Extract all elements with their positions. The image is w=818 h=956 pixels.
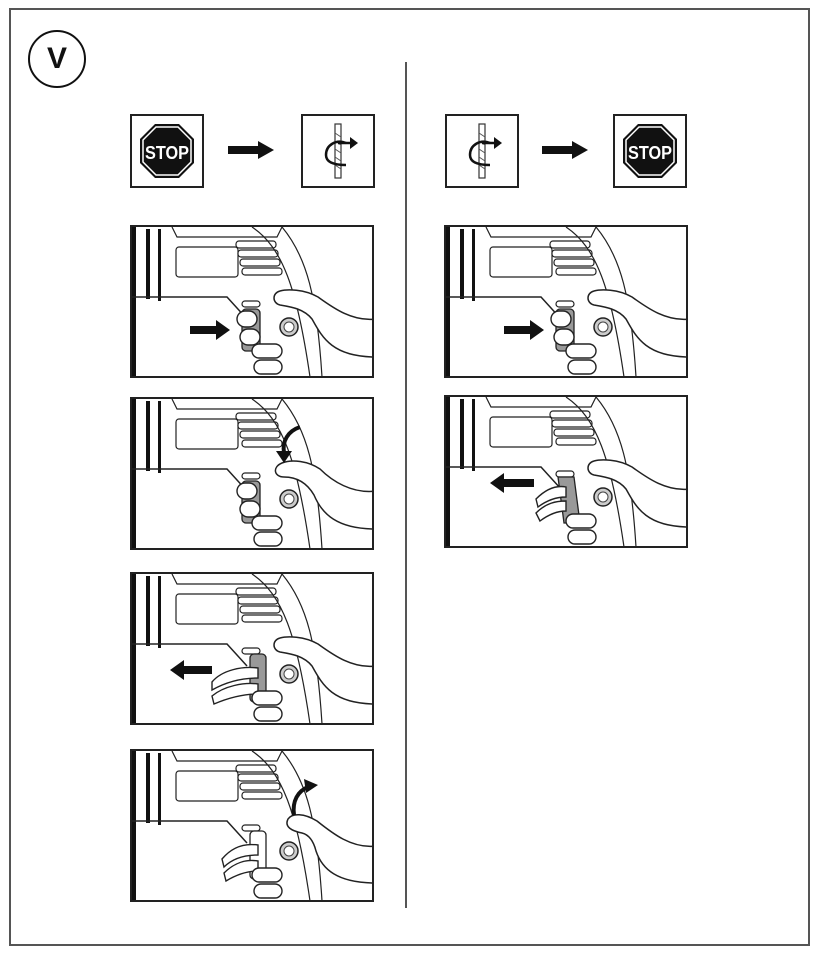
arrow-left-icon bbox=[170, 660, 212, 680]
curved-arrow-up-icon bbox=[291, 779, 318, 816]
drill-rotation-icon bbox=[308, 121, 368, 181]
arrow-right-icon bbox=[542, 141, 588, 159]
rotation-icon-box bbox=[445, 114, 519, 188]
step-panel-right-2 bbox=[444, 395, 688, 548]
section-badge: V bbox=[28, 30, 86, 88]
step-panel-left-4 bbox=[130, 749, 374, 902]
step-panel-left-1 bbox=[130, 225, 374, 378]
page-frame bbox=[9, 8, 810, 946]
arrow-left-icon bbox=[490, 473, 534, 493]
stop-sign-icon bbox=[137, 121, 197, 181]
stop-icon-box bbox=[130, 114, 204, 188]
rotation-icon-box bbox=[301, 114, 375, 188]
drill-rotation-icon bbox=[452, 121, 512, 181]
stop-sign-icon bbox=[620, 121, 680, 181]
arrow-right-icon bbox=[504, 320, 544, 340]
step-panel-left-2 bbox=[130, 397, 374, 550]
section-letter: V bbox=[46, 42, 67, 75]
step-panel-left-3 bbox=[130, 572, 374, 725]
arrow-right-icon bbox=[228, 141, 274, 159]
arrow-right-icon bbox=[190, 320, 230, 340]
curved-arrow-down-icon bbox=[276, 425, 301, 463]
stop-icon-box bbox=[613, 114, 687, 188]
column-divider bbox=[405, 62, 407, 908]
step-panel-right-1 bbox=[444, 225, 688, 378]
